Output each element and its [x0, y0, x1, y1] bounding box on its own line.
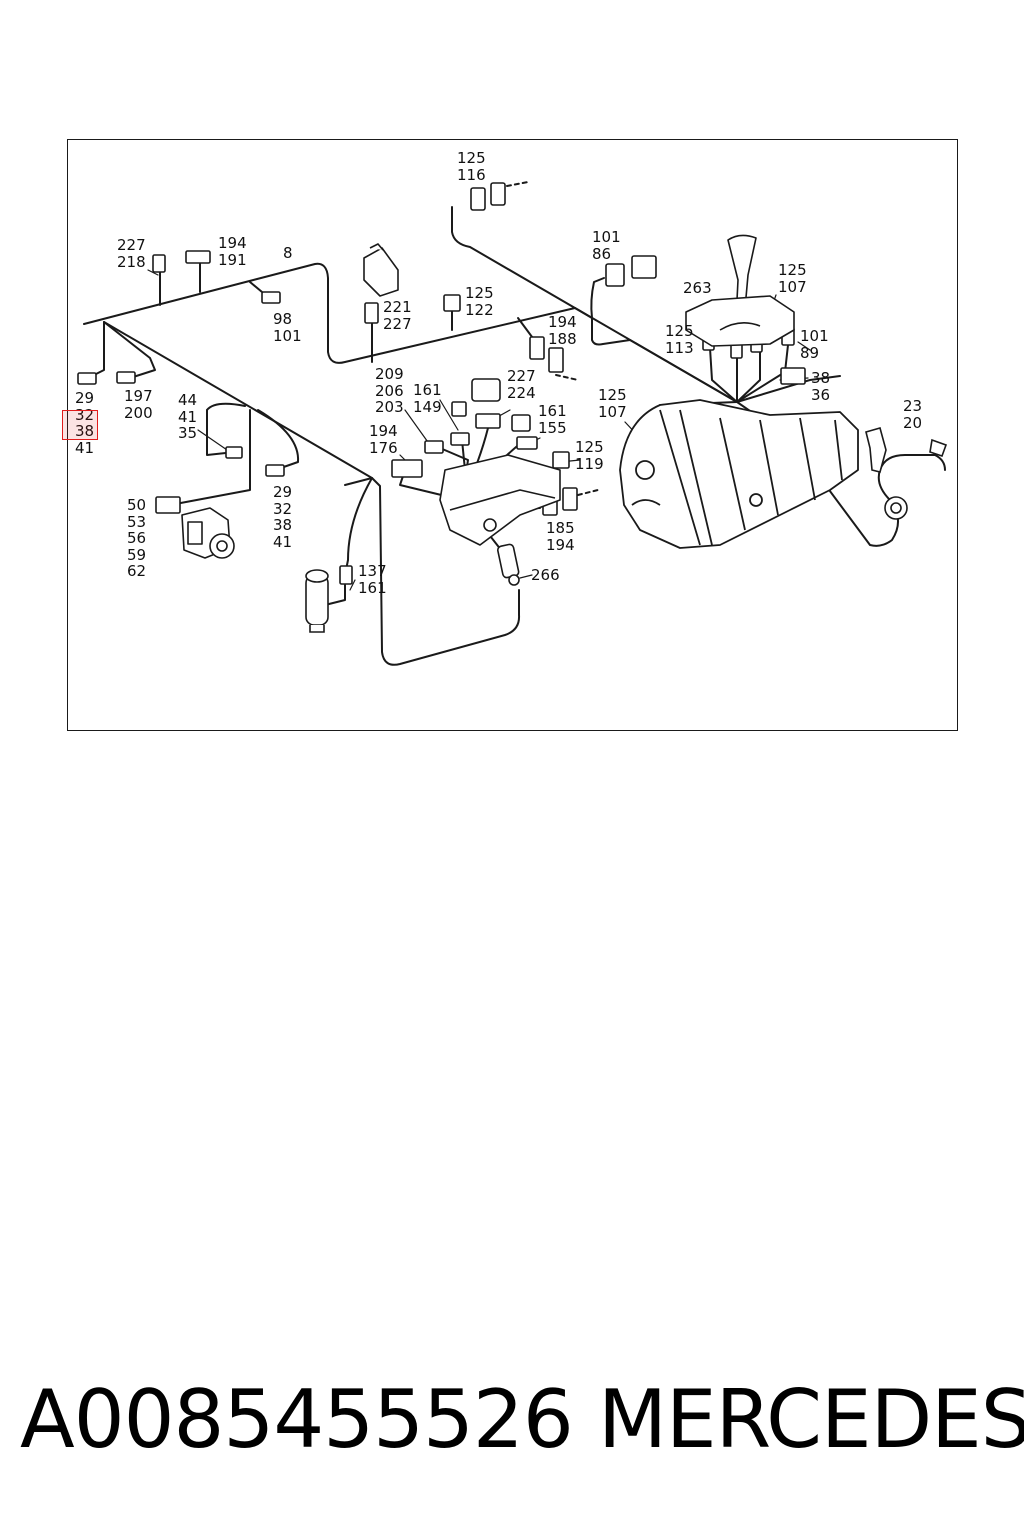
callout-label: 101 89	[800, 327, 829, 362]
callout-label: 263	[683, 279, 712, 297]
callout-label: 125 122	[465, 284, 494, 319]
callout-label: 29 32 38 41	[273, 483, 293, 551]
callout-label: 194 188	[548, 313, 577, 348]
callout-label: 23 20	[903, 397, 923, 432]
callout-label: 161 149	[413, 381, 442, 416]
highlight-marker	[62, 410, 98, 440]
callout-label: 125 119	[575, 438, 604, 473]
wiring-harness-drawing	[77, 181, 948, 666]
callout-label: 125 107	[598, 386, 627, 421]
callout-label: 98 101	[273, 310, 302, 345]
part-number: A0085455526	[20, 1373, 574, 1466]
callout-label: 209 206 203	[375, 365, 404, 416]
callout-label: 125 116	[457, 149, 486, 184]
harness-trunk-top	[451, 206, 738, 403]
harness-trunk-upper	[83, 262, 576, 364]
callout-label: 227 218	[117, 236, 146, 271]
callout-label: 125 113	[665, 322, 694, 357]
harness-trunk-lower	[103, 321, 521, 666]
callout-label: 38 36	[811, 369, 831, 404]
harness-branch-right	[574, 307, 738, 403]
callout-label: 221 227	[383, 298, 412, 333]
callout-label: 8	[283, 244, 293, 262]
callout-label: 266	[531, 566, 560, 584]
diagram-frame	[67, 139, 958, 731]
callout-label: 125 107	[778, 261, 807, 296]
callout-label: 161 155	[538, 402, 567, 437]
brand-name: MERCEDES	[598, 1373, 1024, 1466]
callout-label: 44 41 35	[178, 391, 198, 442]
callout-label: 197 200	[124, 387, 153, 422]
callout-label: 194 191	[218, 234, 247, 269]
callout-label: 137 161	[358, 562, 387, 597]
callout-label: 227 224	[507, 367, 536, 402]
callout-label: 101 86	[592, 228, 621, 263]
footer: A0085455526 MERCEDES	[0, 1372, 1024, 1472]
callout-label: 185 194	[546, 519, 575, 554]
callout-label: 50 53 56 59 62	[127, 496, 147, 580]
callout-label: 194 176	[369, 422, 398, 457]
